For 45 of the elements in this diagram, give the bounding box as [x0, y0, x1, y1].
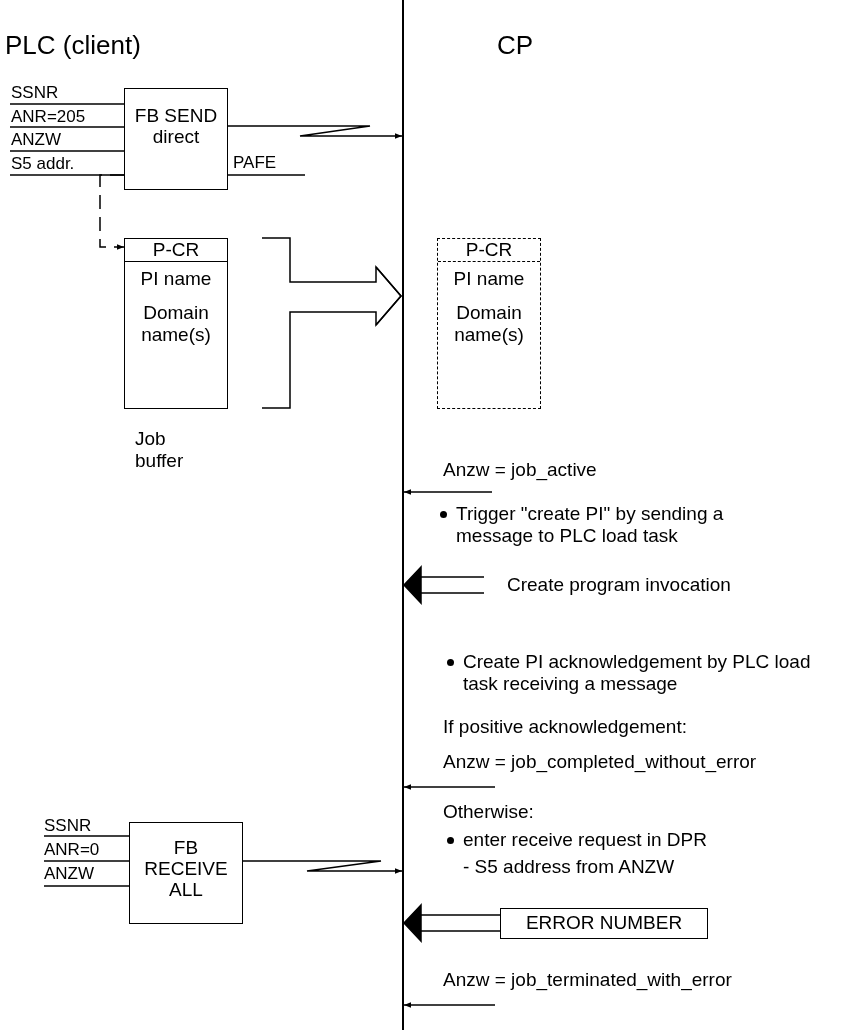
condition-note: If positive acknowledgement: [443, 716, 687, 738]
lane-heading: CP [497, 30, 534, 60]
arrow [403, 1002, 496, 1008]
function-block-box [129, 822, 243, 924]
arrow [403, 489, 493, 495]
signal-name: SSNR [11, 83, 59, 102]
arrow [402, 566, 485, 604]
signal-name: SSNR [44, 816, 92, 835]
note-text: - S5 address from ANZW [463, 856, 675, 878]
box-text: PI name [452, 268, 526, 290]
bullet-note: enter receive request in DPR [445, 829, 793, 851]
lifeline [402, 0, 404, 1030]
edge-label: Anzw = job_active [443, 459, 597, 481]
arrow [403, 784, 496, 790]
box-heading: P-CR [125, 239, 227, 262]
condition-note: Otherwise: [443, 801, 534, 823]
box-text: FB RECEIVE ALL [143, 837, 229, 900]
arrow [99, 174, 125, 250]
edge-label: Anzw = job_terminated_with_error [443, 969, 732, 991]
edge-label: Anzw = job_completed_without_error [443, 751, 757, 773]
block-arrow [261, 237, 402, 409]
job-buffer-copy-box [437, 238, 541, 409]
signal-name: ANR=0 [44, 840, 100, 859]
signal-name: ANZW [11, 130, 62, 149]
box-heading: P-CR [438, 239, 540, 262]
signal-name: PAFE [233, 153, 277, 172]
arrow [227, 125, 403, 139]
box-text: ERROR NUMBER [525, 912, 683, 934]
bullet-note: Trigger "create PI" by sending a message to PLC load task [438, 503, 786, 547]
signal-name: S5 addr. [11, 154, 75, 173]
signal-name: ANZW [44, 864, 95, 883]
box-text: Domain name(s) [453, 302, 525, 346]
job-buffer-box [124, 238, 228, 409]
lane-heading: PLC (client) [5, 30, 141, 60]
arrow [402, 904, 501, 942]
box-text: FB SEND direct [133, 105, 219, 147]
signal-name: ANR=205 [11, 107, 86, 126]
function-block-box [124, 88, 228, 190]
bullet-note: Create PI acknowledgement by PLC load task receiving a message [445, 651, 823, 695]
arrow [242, 860, 403, 874]
edge-label: Create program invocation [507, 574, 731, 596]
error-number-box [500, 908, 708, 939]
box-text: Domain name(s) [140, 302, 212, 346]
box-text: PI name [139, 268, 213, 290]
box-caption: Job buffer [135, 428, 185, 472]
